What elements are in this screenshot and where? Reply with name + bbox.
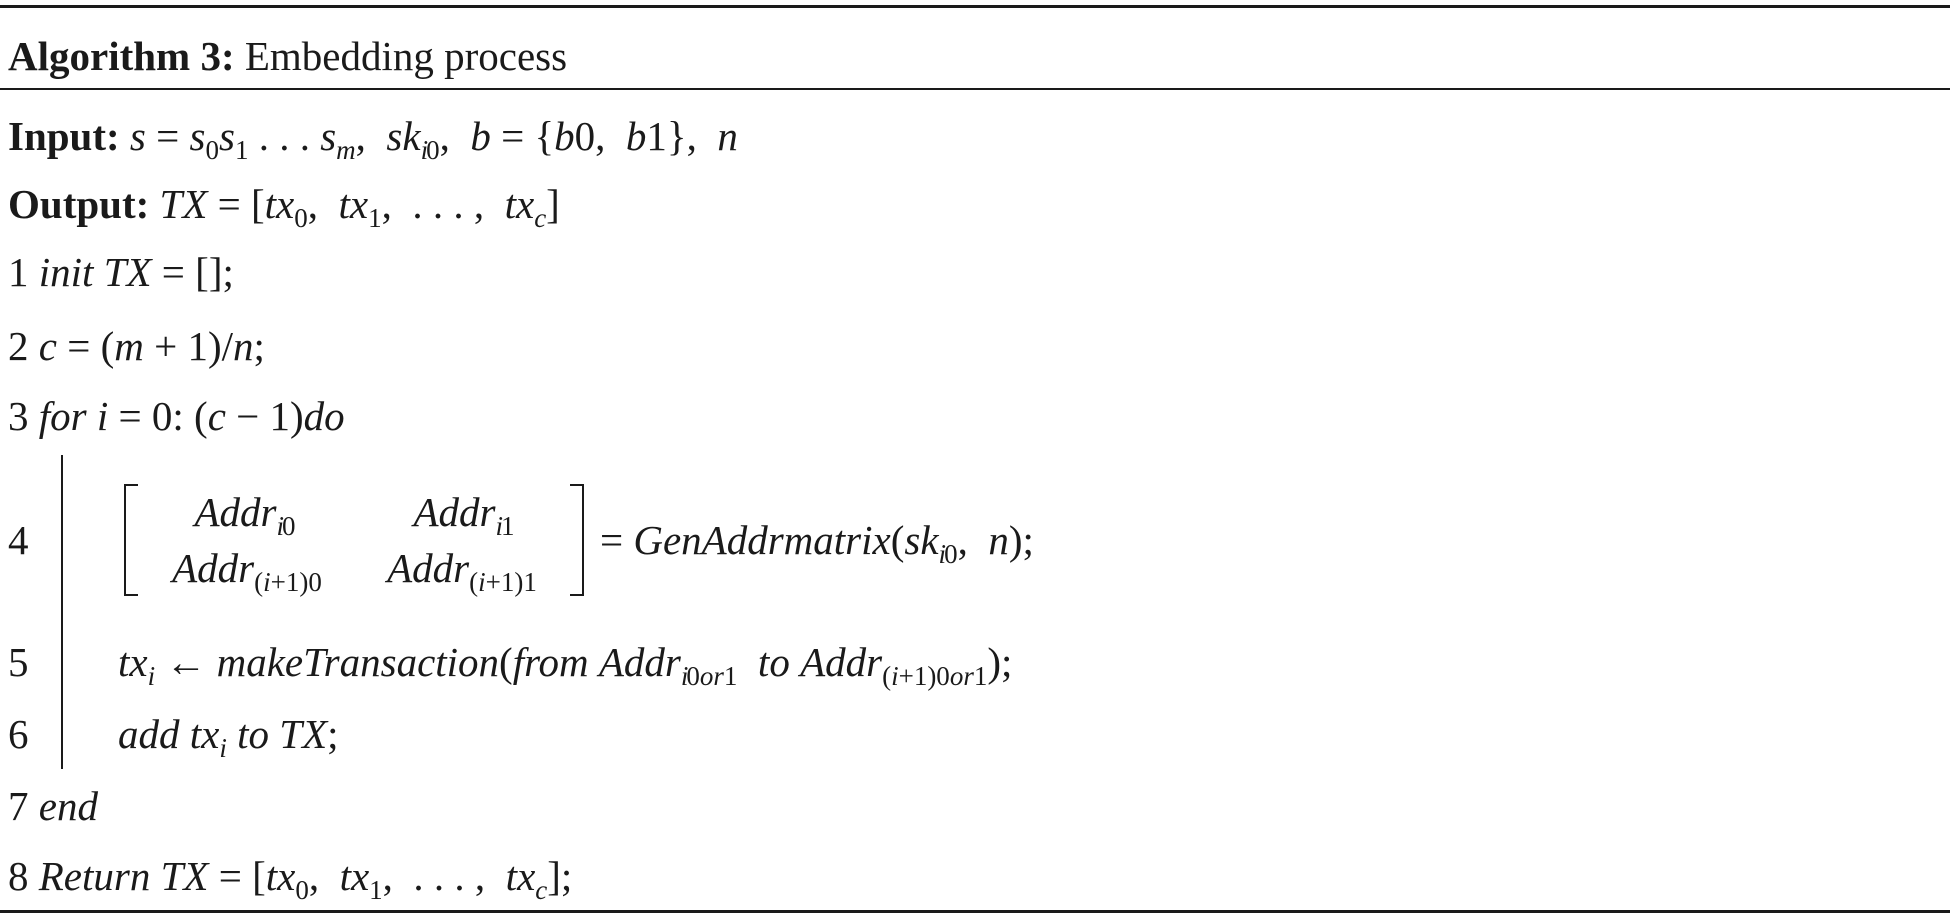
matrix-cell: Addr(i+1)0 xyxy=(172,545,322,597)
step-1: 1 init TX = []; xyxy=(8,248,234,296)
input-label: Input: xyxy=(8,113,120,159)
output-line: Output: TX = [tx0, tx1, . . . , txc] xyxy=(8,180,560,233)
step-2-expression: c = (m + 1)/n; xyxy=(38,323,265,369)
output-label: Output: xyxy=(8,181,150,227)
matrix-right-bracket xyxy=(570,484,584,596)
output-expression: TX = [tx0, tx1, . . . , txc] xyxy=(159,181,560,233)
step-2: 2 c = (m + 1)/n; xyxy=(8,322,265,370)
matrix-left-bracket xyxy=(124,484,138,596)
bottom-rule xyxy=(0,910,1950,913)
step-3-expression: i = 0: (c − 1)do xyxy=(96,393,345,439)
line-number: 3 xyxy=(8,393,29,439)
step-3: 3 for i = 0: (c − 1)do xyxy=(8,392,345,440)
input-line: Input: s = s0s1 . . . sm, ski0, b = {b0,… xyxy=(8,112,738,165)
matrix-cell: Addri1 xyxy=(413,489,515,541)
algorithm-title-label: Algorithm 3: xyxy=(8,33,235,79)
step-1-expression: TX = []; xyxy=(103,249,234,295)
line-number: 4 xyxy=(8,517,29,563)
algorithm-title: Algorithm 3: Embedding process xyxy=(8,32,567,80)
matrix-cell: Addri0 xyxy=(194,489,296,541)
step-5: txi ← makeTransaction(from Addri0or1 to … xyxy=(118,638,1013,691)
line-number: 6 xyxy=(8,711,29,757)
step-4-expression: = GenAddrmatrix(ski0, n); xyxy=(600,517,1034,569)
loop-body-bar xyxy=(61,455,63,769)
step-8-expression: TX = [tx0, tx1, . . . , txc]; xyxy=(160,853,573,905)
step-6: add txi to TX; xyxy=(118,710,339,763)
input-expression: s = s0s1 . . . sm, ski0, b = {b0, b1}, n xyxy=(129,113,738,165)
line-number: 8 xyxy=(8,853,29,899)
keyword-end: end xyxy=(38,783,98,829)
step-7: 7 end xyxy=(8,782,98,830)
matrix-cell: Addr(i+1)1 xyxy=(387,545,537,597)
address-matrix: Addri0 Addri1 Addr(i+1)0 Addr(i+1)1 xyxy=(124,484,584,596)
keyword-init: init xyxy=(38,249,94,295)
header-rule xyxy=(0,88,1950,90)
line-number: 7 xyxy=(8,783,29,829)
step-5-expression: txi ← makeTransaction(from Addri0or1 to … xyxy=(118,639,1013,691)
top-rule xyxy=(0,5,1950,8)
line-number: 5 xyxy=(8,639,29,685)
line-number: 1 xyxy=(8,249,29,295)
step-6-expression: add txi to TX; xyxy=(118,711,339,763)
keyword-return: Return xyxy=(38,853,151,899)
line-number: 2 xyxy=(8,323,29,369)
algorithm-title-text: Embedding process xyxy=(244,33,568,79)
keyword-for: for xyxy=(38,393,87,439)
step-8: 8 Return TX = [tx0, tx1, . . . , txc]; xyxy=(8,852,573,905)
